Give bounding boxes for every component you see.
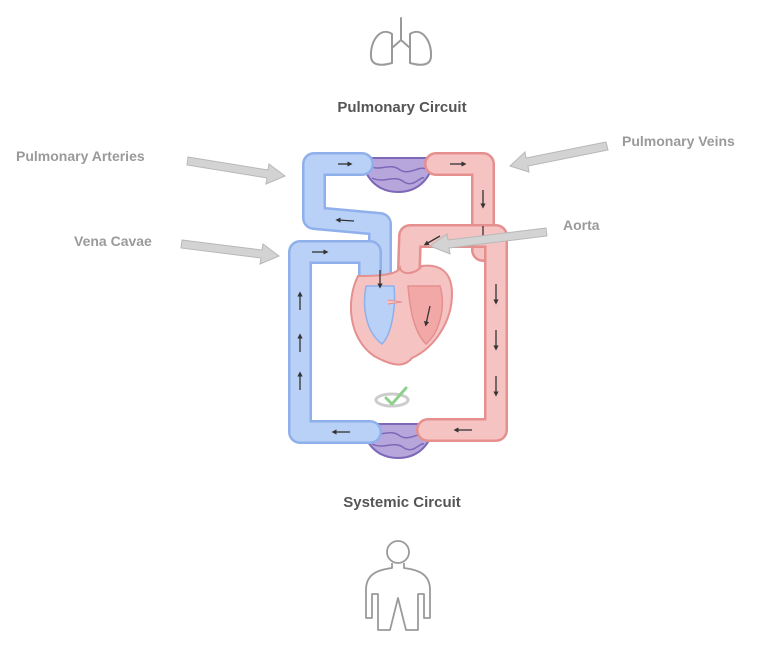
deoxygenated-vessels [288,152,392,444]
label-pulmonary-arteries: Pulmonary Arteries [16,148,145,164]
flow-arrows [297,161,499,435]
human-body-icon [365,540,431,631]
pointer-aorta [428,227,548,255]
pulmonary-circuit-title: Pulmonary Circuit [337,99,466,116]
label-pulmonary-veins: Pulmonary Veins [622,133,735,149]
systemic-circuit-title: Systemic Circuit [343,494,461,511]
lungs-icon [369,17,433,66]
label-aorta: Aorta [563,217,600,233]
label-vena-cavae: Vena Cavae [74,233,152,249]
pointer-pulmonary-arteries [186,156,286,185]
heart [349,264,454,366]
pointer-pulmonary-veins [509,141,609,173]
pointer-vena-cavae [180,239,280,265]
pointer-arrows [180,141,609,265]
organ-checkmark-icon [374,386,410,408]
